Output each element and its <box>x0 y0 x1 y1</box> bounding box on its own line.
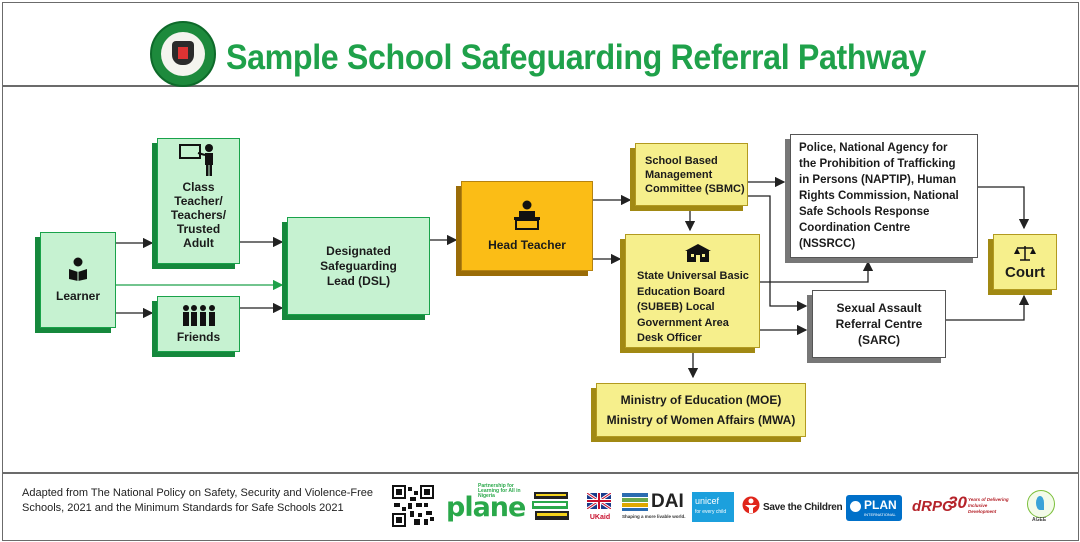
page-title: Sample School Safeguarding Referral Path… <box>226 38 926 77</box>
police-line-6: Coordination Centre <box>799 222 911 234</box>
head-teacher-label: Head Teacher <box>488 237 566 252</box>
class-teacher-line-4: Trusted <box>176 222 221 236</box>
plane-tagline: Partnership for Learning for All in Nige… <box>478 483 521 499</box>
subeb-line-1: State Universal Basic <box>637 270 749 282</box>
scales-of-justice-icon <box>1014 245 1036 261</box>
school-building-icon <box>685 244 711 262</box>
class-teacher-line-3: Teachers/ <box>170 208 227 222</box>
source-note: Adapted from The National Policy on Safe… <box>22 486 373 516</box>
police-line-3: in Persons (NAPTIP), Human <box>799 174 957 186</box>
unicef-tagline: for every child <box>695 509 727 515</box>
dsl-line-3: Lead (DSL) <box>326 273 391 288</box>
union-jack-icon <box>586 491 612 511</box>
sarc-line-3: (SARC) <box>857 333 900 347</box>
drpc-logo: dRPC 30 Years of Delivering Inclusive De… <box>912 493 1016 523</box>
header-frame <box>2 2 1079 86</box>
friends-group-icon <box>182 304 215 326</box>
ukaid-text: UKaid <box>589 514 611 521</box>
sarc-line-2: Referral Centre <box>835 317 923 331</box>
plane-wordmark: plane <box>446 492 526 523</box>
subeb-line-4: Government Area <box>637 316 729 329</box>
head-teacher-desk-icon <box>514 200 540 230</box>
drpc-wordmark: dRPC <box>912 498 953 515</box>
ministries-node: Ministry of Education (MOE) Ministry of … <box>596 383 806 437</box>
ministry-seal-logo <box>150 21 216 87</box>
dsl-line-2: Safeguarding <box>320 258 397 273</box>
save-the-children-logo: Save the Children <box>742 494 843 522</box>
source-line-2: Schools, 2021 and the Minimum Standards … <box>22 502 344 514</box>
plan-tagline: INTERNATIONAL <box>864 512 896 517</box>
court-label: Court <box>1005 263 1045 281</box>
dai-wordmark: DAI <box>651 491 684 512</box>
sbmc-node: School Based Management Committee (SBMC) <box>635 143 748 206</box>
class-teacher-line-5: Adult <box>183 236 214 250</box>
police-line-1: Police, National Agency for <box>799 142 948 154</box>
sarc-line-1: Sexual Assault <box>836 301 922 315</box>
drpc-tagline: Years of Delivering Inclusive Developmen… <box>968 497 1009 514</box>
diagram-frame <box>2 86 1079 473</box>
plan-wordmark: PLAN <box>864 498 897 512</box>
class-teacher-node: Class Teacher/ Teachers/ Trusted Adult <box>157 138 240 264</box>
friends-label: Friends <box>176 329 221 344</box>
save-the-children-figure-icon <box>742 496 760 514</box>
sbmc-line-2: Management <box>645 168 713 181</box>
books-icon <box>532 492 569 520</box>
learner-reading-icon <box>69 257 87 281</box>
agee-logo: AGEE <box>1024 490 1058 526</box>
learner-node: Learner <box>40 232 116 328</box>
plane-logo: plane Partnership for Learning for All i… <box>446 484 571 526</box>
subeb-line-3: (SUBEB) Local <box>637 301 715 313</box>
sbmc-line-3: Committee (SBMC) <box>645 182 745 195</box>
class-teacher-line-1: Class <box>182 180 215 194</box>
plan-international-logo: PLAN INTERNATIONAL <box>846 495 902 521</box>
save-the-children-wordmark: Save the Children <box>763 502 843 513</box>
dai-stripes-icon <box>622 493 648 511</box>
drpc-30: 30 <box>948 493 967 512</box>
source-line-1: Adapted from The National Policy on Safe… <box>22 487 373 499</box>
head-teacher-node: Head Teacher <box>461 181 593 271</box>
ministry-women-affairs: Ministry of Women Affairs (MWA) <box>606 413 796 427</box>
dai-tagline: Shaping a more livable world. <box>622 514 686 519</box>
subeb-line-5: Desk Officer <box>637 332 702 344</box>
police-line-5: Safe Schools Response <box>799 206 930 218</box>
sarc-node: Sexual Assault Referral Centre (SARC) <box>812 290 946 358</box>
court-node: Court <box>993 234 1057 290</box>
class-teacher-line-2: Teacher/ <box>174 194 223 208</box>
friends-node: Friends <box>157 296 240 352</box>
footer-frame <box>2 473 1079 541</box>
police-line-4: Rights Commission, National <box>799 190 959 202</box>
dai-logo: DAI Shaping a more livable world. <box>622 491 686 523</box>
unicef-wordmark: unicef <box>695 496 720 506</box>
subeb-line-2: Education Board <box>637 285 726 298</box>
agee-text: AGEE <box>1032 517 1047 523</box>
dsl-line-1: Designated <box>326 243 391 258</box>
subeb-node: State Universal Basic Education Board (S… <box>625 234 760 348</box>
learner-label: Learner <box>55 288 101 303</box>
ukaid-logo: UKaid <box>586 491 613 523</box>
qr-code[interactable] <box>392 485 434 527</box>
ministry-education: Ministry of Education (MOE) <box>620 393 782 407</box>
sbmc-line-1: School Based <box>645 154 718 167</box>
teacher-board-icon <box>178 144 213 176</box>
police-line-2: the Prohibition of Trafficking <box>799 158 956 170</box>
police-line-7: (NSSRCC) <box>799 238 856 250</box>
police-naptip-node: Police, National Agency for the Prohibit… <box>790 134 978 258</box>
dsl-node: Designated Safeguarding Lead (DSL) <box>287 217 430 315</box>
unicef-logo: unicef for every child <box>692 492 734 522</box>
